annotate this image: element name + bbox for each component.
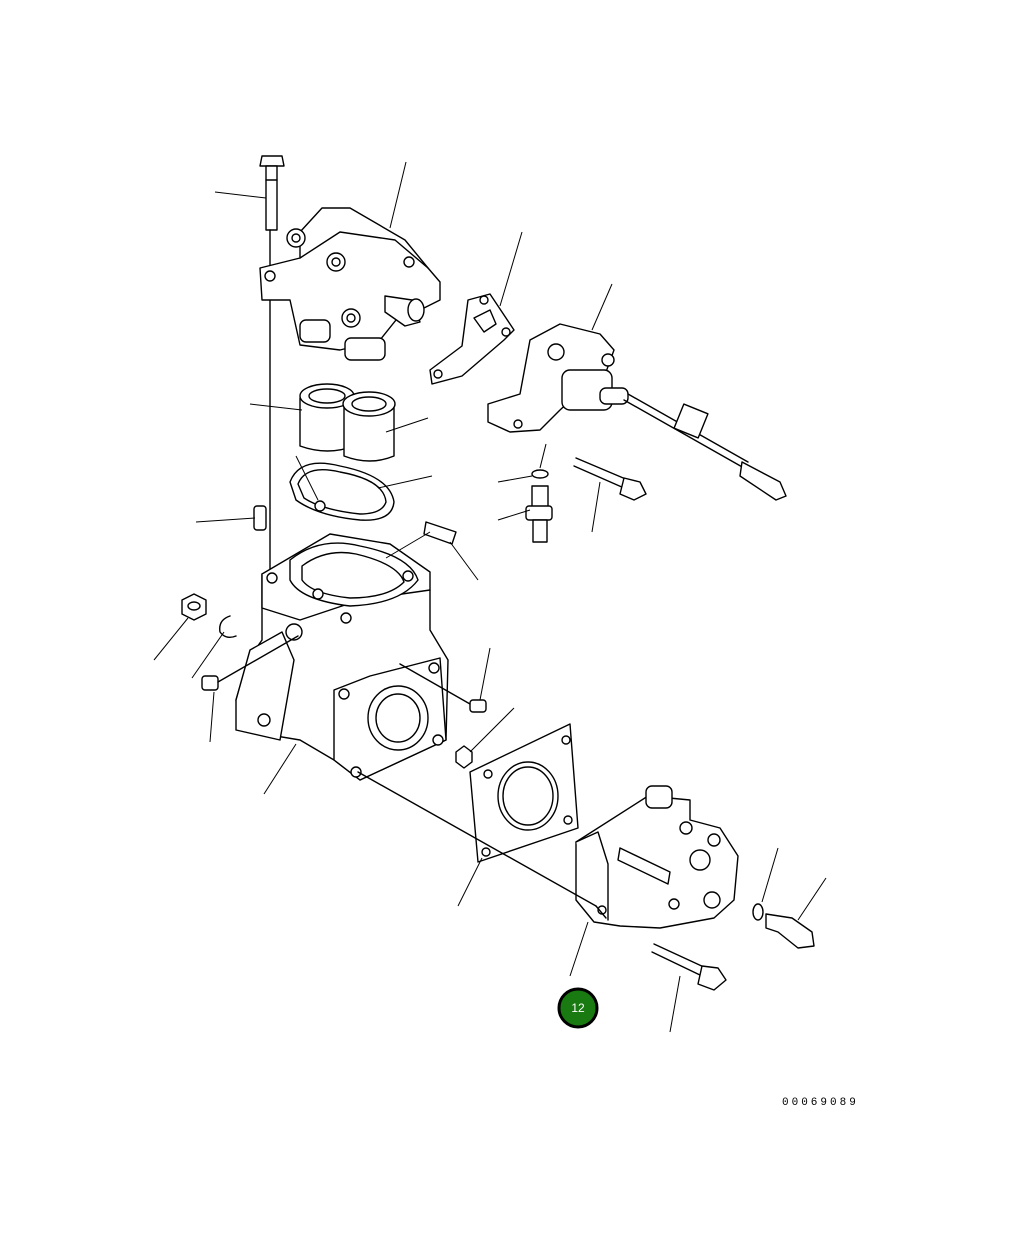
small-screw-right bbox=[399, 663, 487, 713]
solenoid-assembly bbox=[487, 323, 787, 501]
rear-pump-unit bbox=[575, 785, 739, 929]
fitting-right bbox=[765, 913, 815, 949]
gasket-upper bbox=[429, 293, 515, 385]
fitting-middle bbox=[525, 485, 553, 543]
small-nut-right bbox=[455, 745, 473, 769]
bolt-middle-right bbox=[573, 457, 647, 501]
long-bolt-top bbox=[259, 155, 285, 231]
o-ring-small bbox=[531, 469, 549, 479]
leader-lines bbox=[153, 161, 827, 1033]
o-ring-right bbox=[752, 903, 764, 921]
callout-number[interactable]: 12 bbox=[571, 1001, 585, 1015]
hex-nut bbox=[181, 593, 207, 621]
upper-valve-body bbox=[259, 207, 441, 361]
sleeve-pair bbox=[299, 383, 396, 462]
square-gasket bbox=[469, 723, 579, 863]
main-housing bbox=[235, 533, 449, 781]
oval-gasket bbox=[289, 462, 395, 521]
bolt-bottom bbox=[651, 943, 727, 991]
lock-washer bbox=[219, 615, 237, 639]
callout-marker[interactable] bbox=[557, 987, 599, 1029]
dowel-pin bbox=[253, 505, 267, 531]
small-screw-left bbox=[201, 635, 299, 691]
document-number: 00069089 bbox=[782, 1097, 859, 1109]
